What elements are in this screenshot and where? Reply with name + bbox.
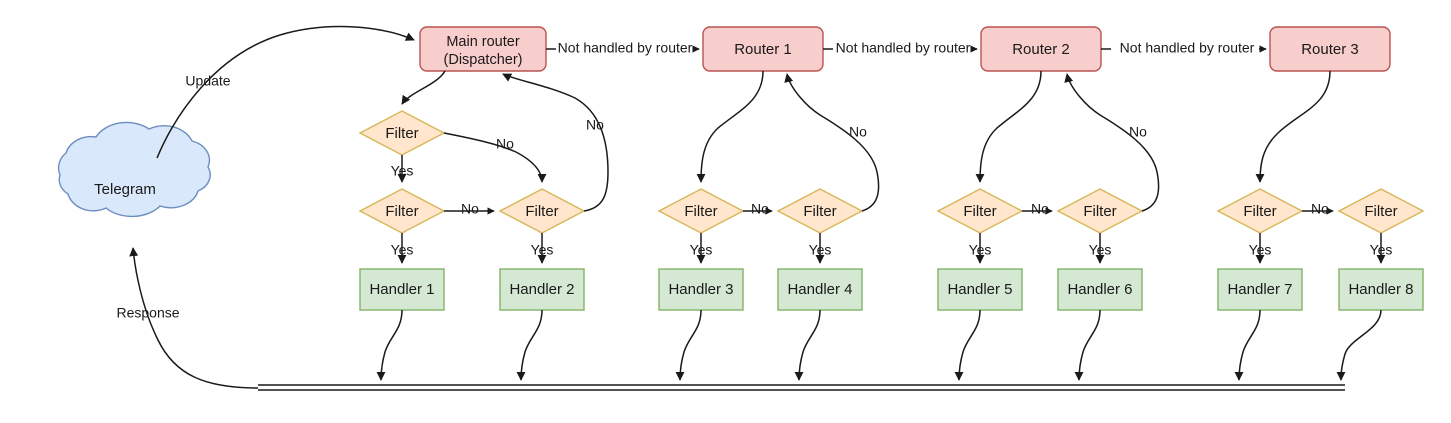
- filter-6-label: Filter: [1083, 203, 1116, 220]
- filter-8-node[interactable]: Filter: [1337, 188, 1425, 234]
- filter-8-label: Filter: [1364, 203, 1397, 220]
- main-router-node[interactable]: Main router (Dispatcher): [419, 26, 547, 72]
- edge-router-3-to-filter-7: [1255, 70, 1331, 183]
- edge-handler-4-to-bus: [794, 309, 821, 381]
- handler-8-node[interactable]: Handler 8: [1338, 268, 1424, 311]
- edge-filter-6-no-back: [1064, 73, 1160, 212]
- edge-label-no-filter-6: No: [1129, 124, 1147, 140]
- edge-label-response: Response: [116, 305, 179, 321]
- handler-5-label: Handler 5: [947, 281, 1012, 298]
- edge-handler-8-to-bus: [1336, 309, 1382, 381]
- router-2-label: Router 2: [1012, 41, 1070, 58]
- edge-label-update: Update: [185, 73, 230, 89]
- edge-label-no-filter-7: No: [1311, 201, 1329, 217]
- edge-label-no-filter-1: No: [461, 201, 479, 217]
- handler-1-node[interactable]: Handler 1: [359, 268, 445, 311]
- edge-label-yes-filter-6: Yes: [1089, 242, 1112, 258]
- edge-label-no-filter-top: No: [496, 136, 514, 152]
- edge-label-yes-filter-top: Yes: [391, 163, 414, 179]
- edge-update: [156, 25, 415, 159]
- handler-3-label: Handler 3: [668, 281, 733, 298]
- telegram-cloud-node[interactable]: Telegram: [57, 121, 211, 218]
- edge-handler-2-to-bus: [516, 309, 543, 381]
- filter-1-label: Filter: [385, 203, 418, 220]
- router-1-label: Router 1: [734, 41, 792, 58]
- edge-label-yes-filter-8: Yes: [1370, 242, 1393, 258]
- filter-2-label: Filter: [525, 203, 558, 220]
- edge-handler-1-to-bus: [376, 309, 403, 381]
- filter-7-node[interactable]: Filter: [1216, 188, 1304, 234]
- filter-2-node[interactable]: Filter: [498, 188, 586, 234]
- handler-3-node[interactable]: Handler 3: [658, 268, 744, 311]
- handler-2-label: Handler 2: [509, 281, 574, 298]
- edge-filter-4-no-back: [784, 73, 880, 212]
- edge-label-yes-filter-3: Yes: [690, 242, 713, 258]
- edge-label-no-filter-3: No: [751, 201, 769, 217]
- edge-label-no-filter-2: No: [586, 117, 604, 133]
- handler-1-label: Handler 1: [369, 281, 434, 298]
- handler-4-node[interactable]: Handler 4: [777, 268, 863, 311]
- handler-6-label: Handler 6: [1067, 281, 1132, 298]
- filter-3-node[interactable]: Filter: [657, 188, 745, 234]
- filter-5-label: Filter: [963, 203, 996, 220]
- handler-4-label: Handler 4: [787, 281, 852, 298]
- edge-label-not-handled-1: Not handled by router: [558, 40, 693, 56]
- handler-7-node[interactable]: Handler 7: [1217, 268, 1303, 311]
- main-router-label-line1: Main router: [446, 34, 520, 50]
- main-router-label-line2: (Dispatcher): [444, 52, 523, 68]
- edge-label-no-filter-5: No: [1031, 201, 1049, 217]
- router-3-node[interactable]: Router 3: [1269, 26, 1391, 72]
- edge-handler-7-to-bus: [1234, 309, 1261, 381]
- telegram-label: Telegram: [94, 181, 156, 198]
- edge-label-yes-filter-7: Yes: [1249, 242, 1272, 258]
- filter-3-label: Filter: [684, 203, 717, 220]
- handler-3-shape: [658, 268, 744, 311]
- router-1-node[interactable]: Router 1: [702, 26, 824, 72]
- edge-label-not-handled-2: Not handled by router: [836, 40, 971, 56]
- filter-4-node[interactable]: Filter: [776, 188, 864, 234]
- handler-6-shape: [1057, 268, 1143, 311]
- handler-7-label: Handler 7: [1227, 281, 1292, 298]
- edge-mainrouter-to-filter-top: [401, 70, 446, 105]
- edge-label-not-handled-3: Not handled by router: [1120, 40, 1255, 56]
- handler-5-node[interactable]: Handler 5: [937, 268, 1023, 311]
- router-2-node[interactable]: Router 2: [980, 26, 1102, 72]
- edge-label-yes-filter-5: Yes: [969, 242, 992, 258]
- handler-8-shape: [1338, 268, 1424, 311]
- edge-filter-top-no: [443, 132, 547, 183]
- edge-label-yes-filter-2: Yes: [531, 242, 554, 258]
- edge-handler-6-to-bus: [1074, 309, 1101, 381]
- filter-6-node[interactable]: Filter: [1056, 188, 1144, 234]
- router-3-label: Router 3: [1301, 41, 1359, 58]
- handler-1-shape: [359, 268, 445, 311]
- handler-6-node[interactable]: Handler 6: [1057, 268, 1143, 311]
- handler-7-shape: [1217, 268, 1303, 311]
- edge-router-2-to-filter-5: [975, 70, 1042, 183]
- filter-top-main-label: Filter: [385, 125, 418, 142]
- filter-5-node[interactable]: Filter: [936, 188, 1024, 234]
- handler-4-shape: [777, 268, 863, 311]
- filter-1-node[interactable]: Filter: [358, 188, 446, 234]
- edge-handler-5-to-bus: [954, 309, 981, 381]
- filter-4-label: Filter: [803, 203, 836, 220]
- filter-7-label: Filter: [1243, 203, 1276, 220]
- edge-label-yes-filter-1: Yes: [391, 242, 414, 258]
- edge-label-yes-filter-4: Yes: [809, 242, 832, 258]
- handler-2-node[interactable]: Handler 2: [499, 268, 585, 311]
- edge-response-to-telegram: [129, 247, 259, 389]
- handler-8-label: Handler 8: [1348, 281, 1413, 298]
- filter-top-main-node[interactable]: Filter: [358, 110, 446, 156]
- cloud-shape: [57, 121, 211, 218]
- edge-label-no-filter-4: No: [849, 124, 867, 140]
- edge-router-1-to-filter-3: [696, 70, 764, 183]
- edge-filter-2-no-back: [502, 73, 609, 212]
- edge-handler-3-to-bus: [675, 309, 702, 381]
